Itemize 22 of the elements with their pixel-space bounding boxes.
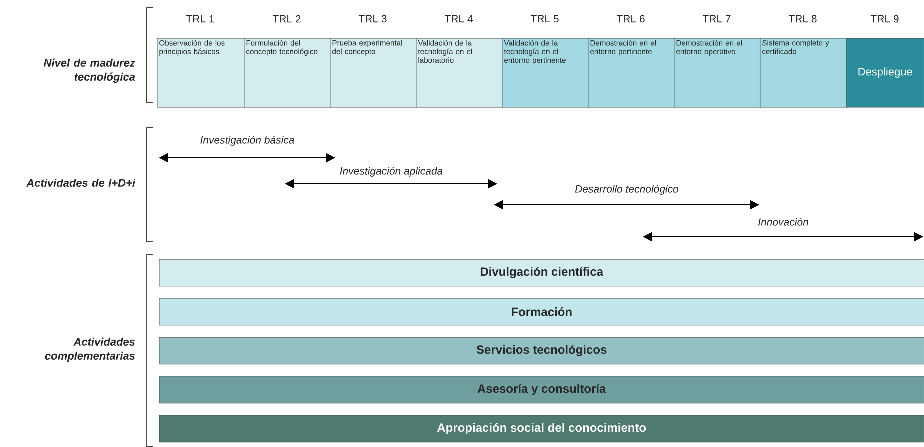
trl-heading: TRL 9 bbox=[870, 15, 899, 23]
trl-heading: TRL 1 bbox=[186, 15, 214, 23]
range-label: Innovación bbox=[758, 218, 808, 226]
section-heading: Actividades de I+D+i bbox=[26, 178, 136, 188]
activity-bar: Formación bbox=[159, 298, 924, 326]
trl-cell: Despliegue bbox=[846, 38, 924, 108]
trl-heading: TRL 7 bbox=[702, 15, 731, 23]
trl-heading: TRL 3 bbox=[358, 15, 387, 23]
range-label: Desarrollo tecnológico bbox=[575, 185, 679, 195]
trl-heading: TRL 4 bbox=[444, 15, 473, 23]
trl-heading: TRL 6 bbox=[616, 15, 645, 23]
trl-heading: TRL 2 bbox=[272, 15, 301, 23]
range-label: Investigación básica bbox=[200, 136, 294, 146]
activity-bar: Apropiación social del conocimiento bbox=[159, 414, 924, 443]
section-heading: Nivel de madurez tecnológica bbox=[44, 58, 136, 84]
activity-bar: Divulgación científica bbox=[159, 258, 924, 287]
section-heading: Actividades complementarias bbox=[45, 338, 136, 362]
activity-bar: Asesoría y consultoría bbox=[159, 376, 924, 404]
trl-heading: TRL 8 bbox=[788, 15, 817, 23]
activity-bar: Servicios tecnológicos bbox=[159, 336, 924, 365]
range-label: Investigación aplicada bbox=[340, 167, 443, 177]
trl-heading: TRL 5 bbox=[530, 15, 559, 23]
